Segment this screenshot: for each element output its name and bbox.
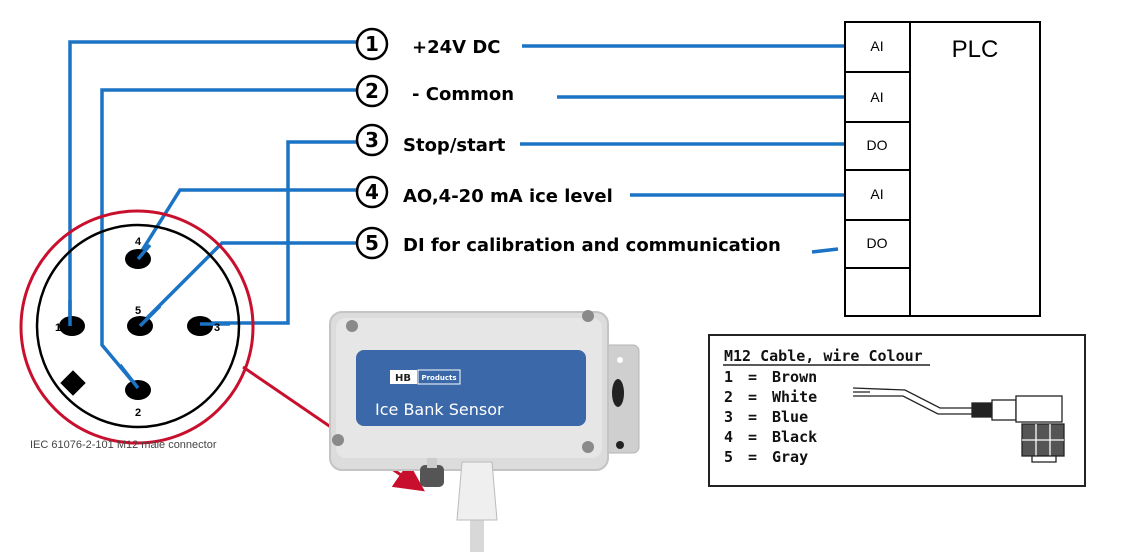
row-pin: 1 (724, 368, 733, 386)
brand-logo-hb: HB (395, 373, 411, 384)
terminal-label: AO,4-20 mA ice level (403, 186, 613, 207)
pin-1 (59, 316, 85, 336)
wire-5 (138, 241, 357, 327)
plc-io-label: DO (867, 235, 888, 251)
plc-io-cell (844, 71, 911, 123)
plc-io-label: AI (870, 38, 883, 54)
plc-wire-5 (811, 247, 839, 254)
table-row: 3 = Blue (724, 408, 808, 426)
sensor-label-plate (356, 350, 586, 426)
pin-number: 5 (135, 305, 141, 317)
plc-io-label: DO (867, 137, 888, 153)
row-pin: 3 (724, 408, 733, 426)
connector-caption: IEC 61076-2-101 M12 male connector (30, 439, 217, 451)
table-row: 2 = White (724, 388, 817, 406)
terminal-number: 1 (365, 32, 379, 56)
pin-number: 1 (55, 322, 61, 334)
number-circle-icon (355, 226, 389, 260)
plc-block: PLC AI AI DO AI DO (844, 21, 1041, 317)
pin-number: 3 (214, 322, 220, 334)
table-row: 4 = Black (724, 428, 817, 446)
wire-1 (68, 40, 357, 325)
plc-io-label: AI (870, 186, 883, 202)
terminal-number: 3 (365, 128, 379, 152)
row-eq: = (748, 408, 757, 426)
number-circle-icon (355, 27, 389, 61)
m12-connector: 1 2 3 4 5 IEC 61076-2-101 M12 male conne… (19, 209, 255, 451)
terminal-number: 2 (365, 79, 379, 103)
m12-cable-drawing-icon (852, 387, 1065, 463)
row-colour: Gray (772, 448, 808, 466)
pin-2 (125, 380, 151, 400)
terminal-label: +24V DC (412, 37, 500, 58)
number-circle-icon (355, 123, 389, 157)
cable-colour-table: M12 Cable, wire Colour 1 = Brown 2 = Whi… (708, 334, 1086, 487)
sensor-name: Ice Bank Sensor (375, 400, 504, 419)
row-pin: 4 (724, 428, 733, 446)
screw-icon (582, 310, 594, 322)
row-pin: 5 (724, 448, 733, 466)
terminal-number: 5 (365, 231, 379, 255)
row-eq: = (748, 368, 757, 386)
terminal-number: 4 (365, 180, 379, 204)
row-colour: Blue (772, 408, 808, 426)
table-heading: M12 Cable, wire Colour (724, 347, 923, 365)
row-colour: Brown (772, 368, 817, 386)
terminal-5: 5 DI for calibration and communication (355, 226, 781, 260)
table-row: 5 = Gray (724, 448, 808, 466)
brand-logo-products: Products (421, 374, 456, 382)
plc-io-cell (844, 169, 911, 221)
pin-number: 2 (135, 407, 141, 419)
row-colour: Black (772, 428, 817, 446)
row-eq: = (748, 428, 757, 446)
terminal-1: 1 +24V DC (355, 27, 500, 61)
number-circle-icon (355, 74, 389, 108)
plc-io-cell (844, 219, 911, 269)
cable-gland (456, 461, 498, 521)
row-pin: 2 (724, 388, 733, 406)
plc-io-label: AI (870, 89, 883, 105)
pin-3 (187, 316, 213, 336)
plc-title: PLC (952, 36, 999, 63)
terminal-3: 3 Stop/start (355, 123, 506, 157)
terminal-label: DI for calibration and communication (403, 235, 781, 256)
terminal-label: Stop/start (403, 135, 506, 156)
row-eq: = (748, 388, 757, 406)
screw-icon (332, 434, 344, 446)
terminal-label: - Common (412, 84, 514, 105)
plc-wires (520, 44, 845, 254)
row-colour: White (772, 388, 817, 406)
row-eq: = (748, 448, 757, 466)
terminal-2: 2 - Common (355, 74, 514, 108)
terminal-4: 4 AO,4-20 mA ice level (355, 175, 613, 209)
sensor-enclosure: HB Products Ice Bank Sensor (329, 310, 640, 552)
pin-number: 4 (135, 236, 142, 248)
mount-slot-icon (612, 379, 624, 407)
table-row: 1 = Brown (724, 368, 817, 386)
plc-io-cell-empty (844, 267, 911, 317)
wire-3 (200, 140, 357, 325)
wire-4 (136, 188, 357, 258)
key-icon (60, 370, 86, 396)
screw-icon (346, 320, 358, 332)
number-circle-icon (355, 175, 389, 209)
screw-icon (582, 441, 594, 453)
m12-socket (420, 465, 444, 487)
terminal-list: 1 +24V DC 2 - Common 3 Stop/start 4 AO,4… (355, 27, 781, 260)
